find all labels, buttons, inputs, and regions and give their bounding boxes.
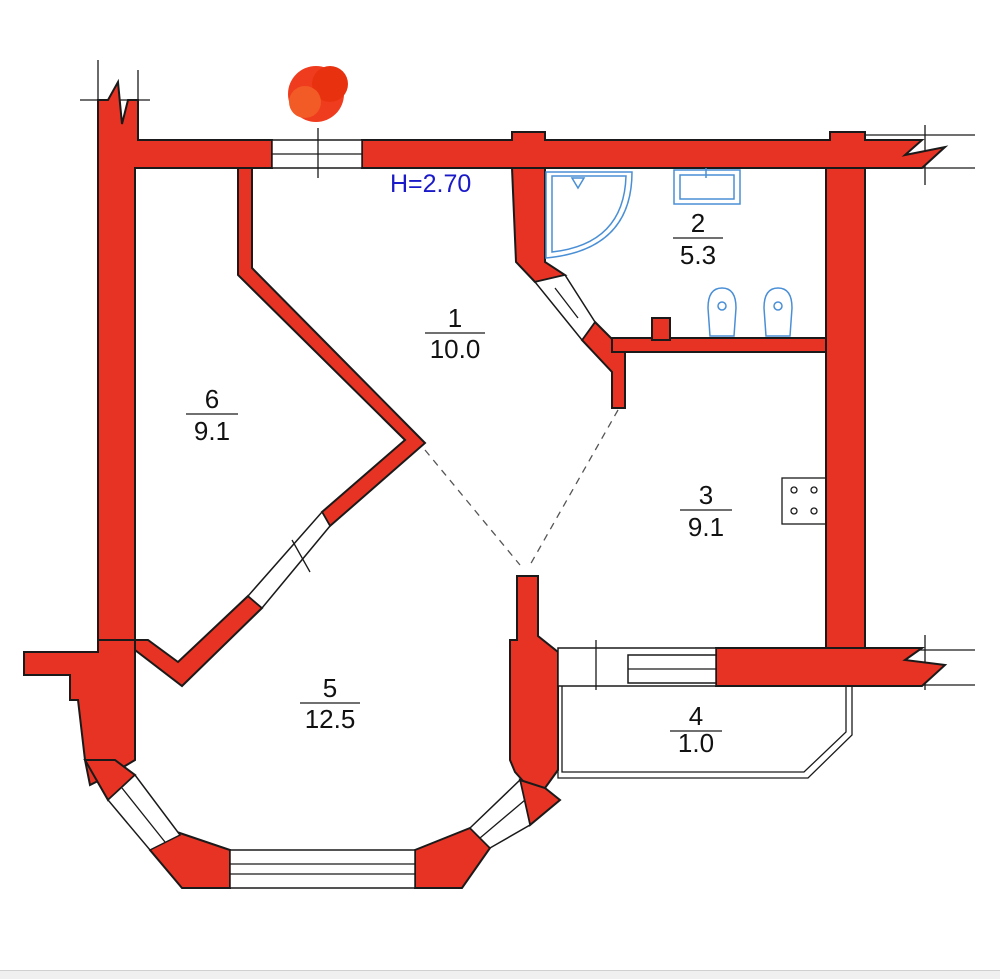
kitchen-partition <box>509 575 559 802</box>
bathroom-door <box>533 274 596 342</box>
room-1-number: 1 <box>448 303 462 333</box>
room-5-area: 12.5 <box>305 704 356 734</box>
room-4-label: 4 1.0 <box>670 701 722 758</box>
bidet-icon <box>763 287 793 337</box>
fixtures <box>545 168 827 525</box>
walls <box>23 78 949 889</box>
shower-icon <box>545 171 633 259</box>
room-4-area: 1.0 <box>678 728 714 758</box>
balcony-outline <box>557 686 853 779</box>
room6-partition <box>237 167 427 528</box>
ceiling-height-label: H=2.70 <box>390 170 471 198</box>
room-6-number: 6 <box>205 384 219 414</box>
room-3-number: 3 <box>699 480 713 510</box>
bathroom-wall <box>510 167 568 284</box>
sink-icon <box>673 169 741 205</box>
openings <box>106 128 717 889</box>
room6-door <box>246 510 331 610</box>
right-outer-wall <box>825 167 866 649</box>
toilet-icon <box>707 287 737 337</box>
room-3-label: 3 9.1 <box>680 480 732 542</box>
bay-window-bottom <box>229 849 416 889</box>
redaction-mark <box>288 66 348 122</box>
room-2-area: 5.3 <box>680 240 716 270</box>
zone-dividers <box>424 409 619 566</box>
room-1-area: 10.0 <box>430 334 481 364</box>
room-5-number: 5 <box>323 673 337 703</box>
right-lower-wall <box>715 647 948 687</box>
stove-icon <box>781 477 827 525</box>
left-outer-wall <box>97 78 273 641</box>
bottom-edge <box>0 970 1000 979</box>
room-6-area: 9.1 <box>194 416 230 446</box>
bay-window-right <box>468 778 531 849</box>
room-6-label: 6 9.1 <box>186 384 238 446</box>
room-2-label: 2 5.3 <box>673 208 723 270</box>
room-2-number: 2 <box>691 208 705 238</box>
bathroom-diagonal-wall <box>580 320 626 409</box>
room-5-label: 5 12.5 <box>300 673 360 734</box>
room-4-number: 4 <box>689 701 703 731</box>
bathroom-bottom-wall <box>611 337 827 353</box>
room-1-label: 1 10.0 <box>425 303 485 364</box>
top-wall-middle <box>361 131 949 169</box>
room-3-area: 9.1 <box>688 512 724 542</box>
room6-lower-partition <box>134 594 264 688</box>
left-lower-wall <box>23 639 136 787</box>
